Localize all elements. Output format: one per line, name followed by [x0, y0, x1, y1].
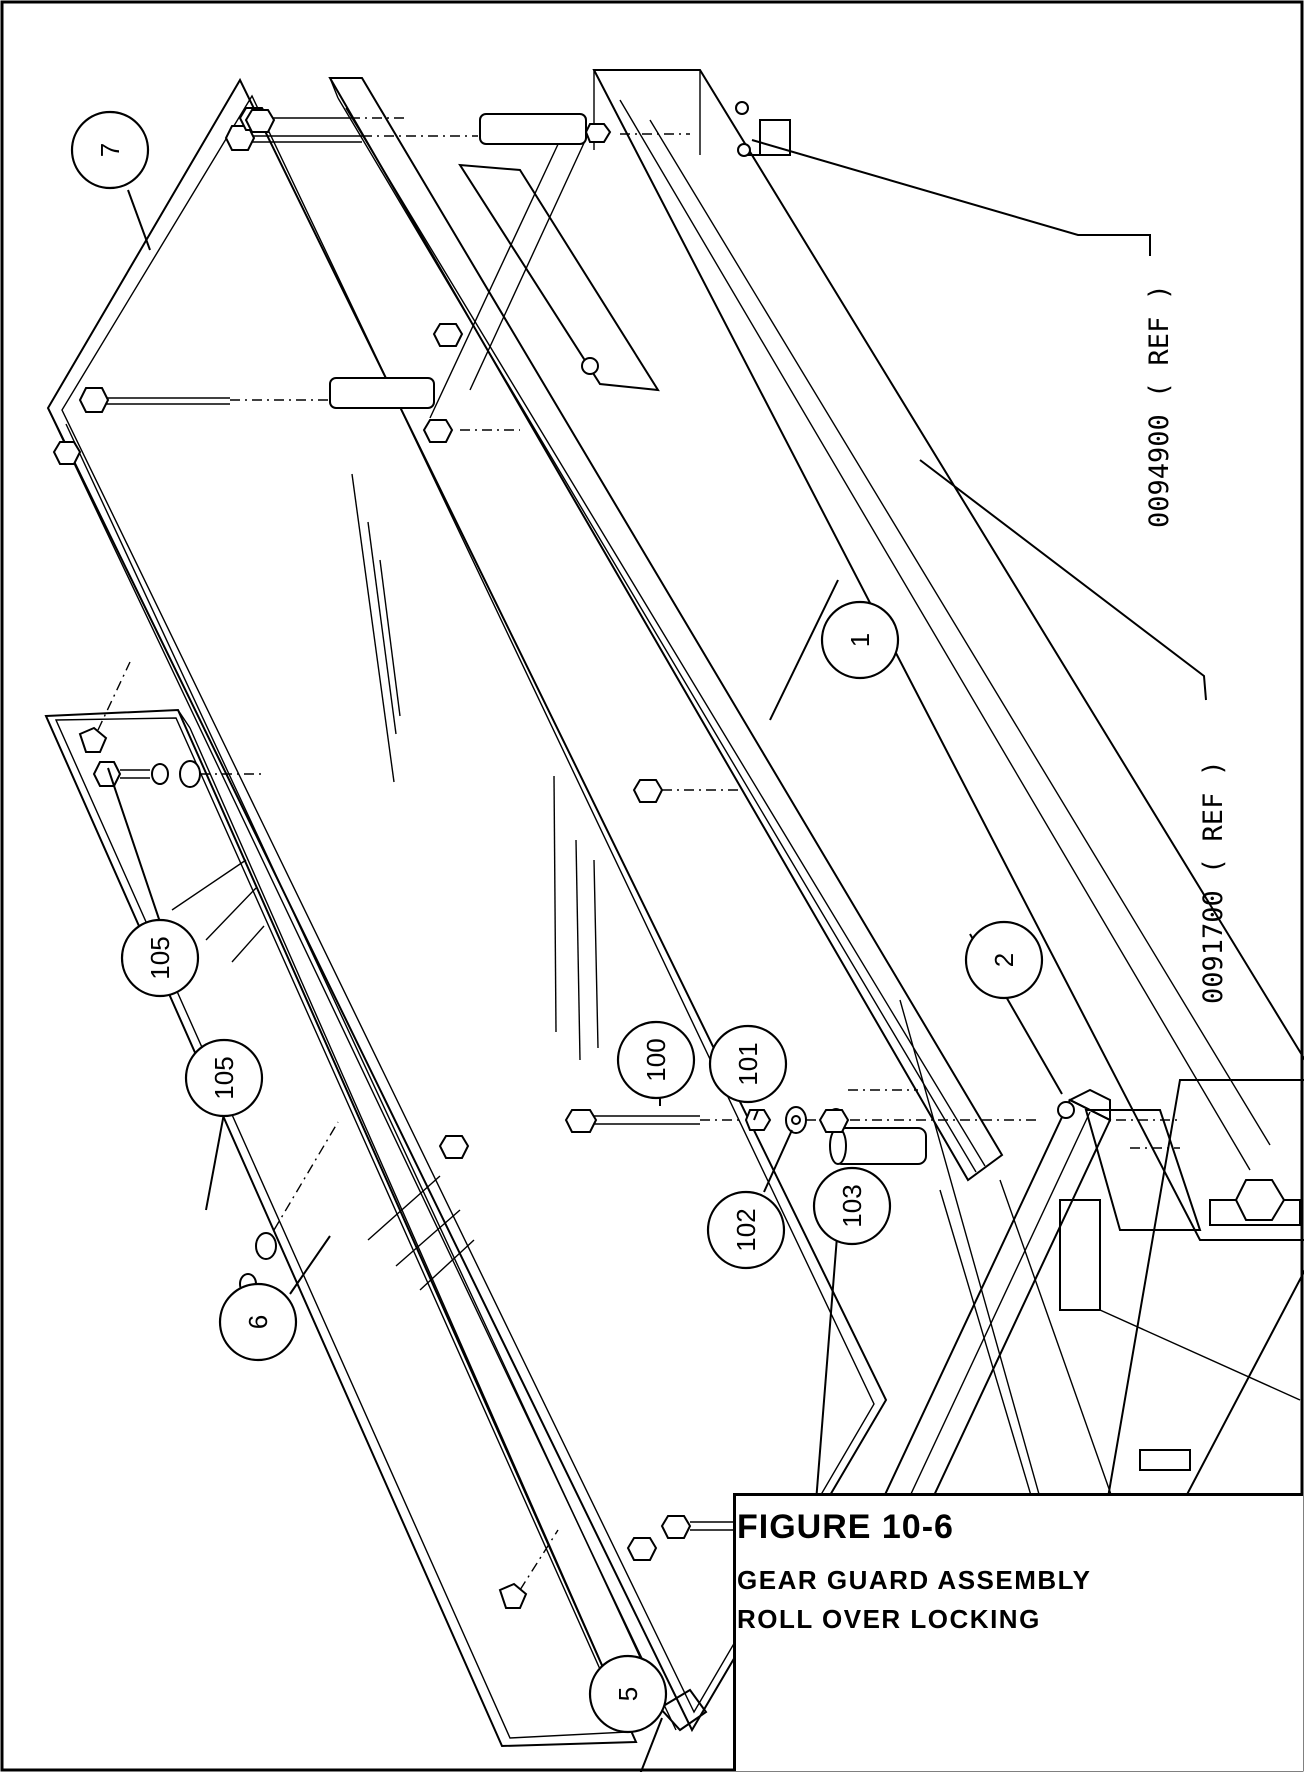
- callout-label-6: 6: [243, 1315, 273, 1329]
- guard-panel-7: [46, 77, 888, 1733]
- callout-5: 5: [588, 1654, 668, 1734]
- reference-label-0094900: 0094900 ( REF ): [1144, 284, 1175, 528]
- leader-lines: [107, 139, 1207, 1772]
- spacer-rods: [78, 107, 927, 1165]
- figure-subtitle-line2: ROLL OVER LOCKING: [737, 1604, 1041, 1634]
- callout-1: 1: [820, 600, 900, 680]
- callout-label-103: 103: [837, 1184, 867, 1227]
- callout-label-105-upper: 105: [145, 936, 175, 979]
- bracket-5: [658, 1688, 708, 1732]
- callout-label-1: 1: [845, 633, 875, 647]
- callout-label-2: 2: [989, 953, 1019, 967]
- callout-6: 6: [218, 1282, 298, 1362]
- guard-panel-6: [44, 708, 638, 1748]
- callout-label-105-lower: 105: [209, 1056, 239, 1099]
- callout-label-5: 5: [613, 1687, 643, 1701]
- callout-105-upper: 105: [120, 918, 200, 998]
- callout-7: 7: [70, 110, 150, 190]
- figure-subtitle-line1: GEAR GUARD ASSEMBLY: [737, 1565, 1092, 1595]
- callout-label-102: 102: [731, 1208, 761, 1251]
- callout-101: 101: [708, 1024, 788, 1104]
- figure-title: FIGURE 10-6: [737, 1508, 954, 1546]
- callout-label-7: 7: [95, 143, 125, 157]
- reference-labels: 0094900 ( REF ) 0091700 ( REF ): [1144, 284, 1229, 1004]
- callout-103: 103: [812, 1166, 892, 1246]
- hardware: [52, 109, 1180, 1695]
- callout-100: 100: [616, 1020, 696, 1100]
- bar-1: [328, 77, 1004, 1182]
- callout-102: 102: [706, 1190, 786, 1270]
- figure-caption-box: [733, 1493, 1303, 1771]
- callout-label-100: 100: [641, 1038, 671, 1081]
- reference-label-0091700: 0091700 ( REF ): [1198, 760, 1229, 1004]
- callout-2: 2: [964, 920, 1044, 1000]
- callout-105-lower: 105: [184, 1038, 264, 1118]
- callout-label-101: 101: [733, 1042, 763, 1085]
